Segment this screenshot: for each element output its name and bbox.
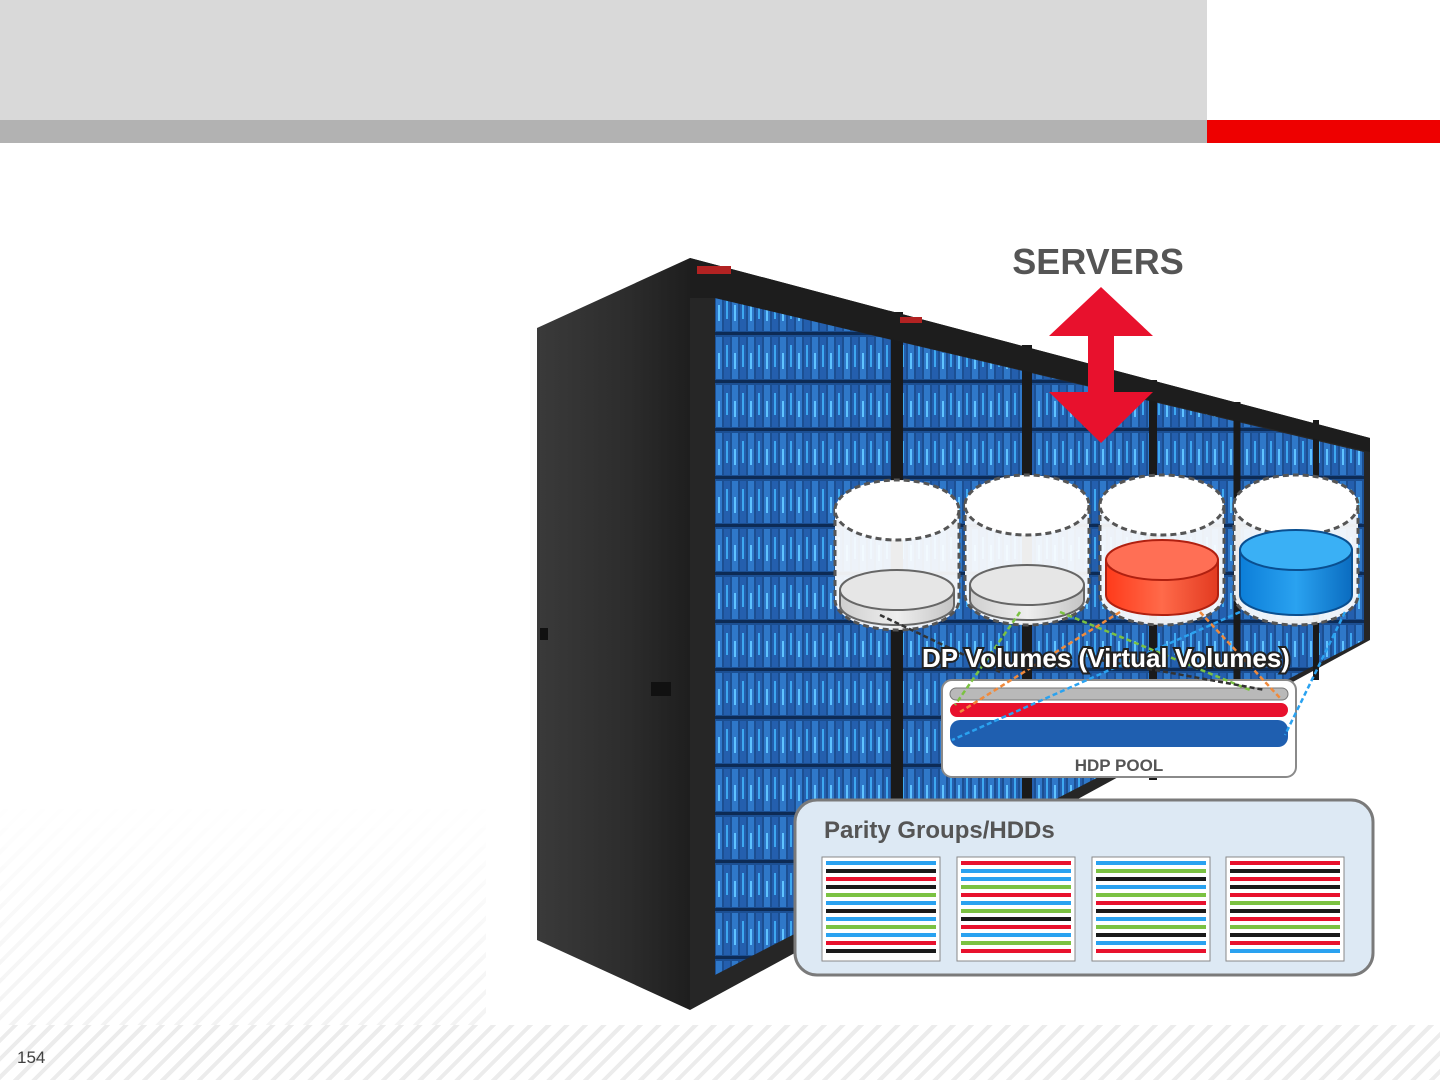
background-stripes xyxy=(0,800,486,1025)
rack-latch xyxy=(540,628,548,640)
hdd-stripe xyxy=(1096,869,1206,873)
hdd-stripe xyxy=(1230,869,1340,873)
hdd-stripe xyxy=(1096,933,1206,937)
hdd-stripe xyxy=(961,869,1071,873)
hdp-pool-red-tier xyxy=(950,703,1288,717)
hdd-stripe xyxy=(1230,949,1340,953)
hdd-stripe xyxy=(1230,885,1340,889)
hdd-stripe xyxy=(961,877,1071,881)
parity-groups-label: Parity Groups/HDDs xyxy=(824,817,1055,844)
hdd-stripe xyxy=(961,941,1071,945)
hdd-stripe xyxy=(1096,941,1206,945)
page-number: 154 xyxy=(17,1048,46,1067)
hdd-stripe xyxy=(1096,885,1206,889)
hdd-stripe xyxy=(826,869,936,873)
hdd-stripe xyxy=(1096,925,1206,929)
footer-stripes xyxy=(0,1025,1440,1080)
volume-mapping-lines xyxy=(879,610,1347,742)
rack-side-panel xyxy=(537,258,690,1010)
hdd-stripe xyxy=(826,893,936,897)
hdd-stripe xyxy=(961,933,1071,937)
parity-group-stacks xyxy=(821,856,1345,962)
hdd-stripe xyxy=(961,901,1071,905)
hdd-stripe xyxy=(1096,909,1206,913)
servers-arrow xyxy=(1049,287,1153,443)
hdd-stripe xyxy=(826,909,936,913)
hdd-stripe xyxy=(1096,917,1206,921)
hdd-stripe xyxy=(1230,861,1340,865)
hdd-stripe xyxy=(826,885,936,889)
hdd-stripe xyxy=(1096,877,1206,881)
hdd-stripe xyxy=(826,901,936,905)
servers-label: SERVERS xyxy=(1012,241,1183,282)
hdd-stripe xyxy=(1096,893,1206,897)
hdd-stripe xyxy=(961,909,1071,913)
hdd-stripe xyxy=(826,917,936,921)
dp-volumes-label: DP Volumes (Virtual Volumes) xyxy=(922,643,1290,673)
hdd-stripe xyxy=(1230,893,1340,897)
hdd-stripe xyxy=(826,877,936,881)
rack-handle xyxy=(651,682,671,696)
hdd-stripe xyxy=(1230,925,1340,929)
hdd-stripe xyxy=(826,941,936,945)
hdd-stripe xyxy=(826,933,936,937)
hdd-stripe xyxy=(961,917,1071,921)
hdd-stripe xyxy=(826,925,936,929)
header-accent-bar xyxy=(1207,120,1440,143)
hdd-stripe xyxy=(1096,901,1206,905)
hdd-stripe xyxy=(961,893,1071,897)
hdd-stripe xyxy=(1230,933,1340,937)
hdd-stripe xyxy=(826,861,936,865)
dp-volume-2 xyxy=(963,473,1091,627)
hdd-stripe xyxy=(1230,917,1340,921)
header-band xyxy=(0,0,1207,120)
hdd-stripe xyxy=(961,861,1071,865)
hdd-stripe xyxy=(1230,909,1340,913)
dp-volume-3 xyxy=(1098,473,1226,627)
hdd-stripe xyxy=(1096,861,1206,865)
dp-volume-1 xyxy=(833,478,961,632)
rack-top-bezel xyxy=(690,258,1370,452)
dp-volume-4 xyxy=(1232,473,1360,627)
hdp-pool-gray-tier xyxy=(949,687,1289,701)
hdd-stripe xyxy=(961,949,1071,953)
rack-logo xyxy=(900,317,922,323)
hdd-stripe xyxy=(1230,877,1340,881)
hdd-stripe xyxy=(1096,949,1206,953)
hdd-stripe xyxy=(1230,941,1340,945)
hdd-stripe xyxy=(826,949,936,953)
hdp-pool-label: HDP POOL xyxy=(1075,756,1163,775)
header-rule xyxy=(0,120,1207,143)
rack-logo xyxy=(697,266,731,274)
hdd-stripe xyxy=(1230,901,1340,905)
hdp-pool-blue-tier xyxy=(950,720,1288,747)
hdd-stripe xyxy=(961,885,1071,889)
hdd-stripe xyxy=(961,925,1071,929)
